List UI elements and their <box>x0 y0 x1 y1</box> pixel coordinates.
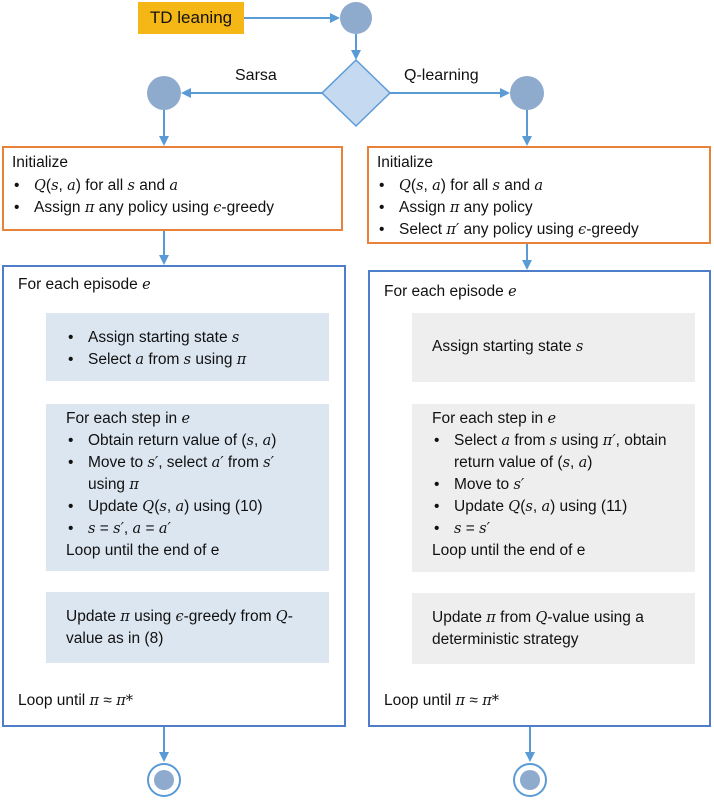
sarsa-step-title: For each step in e <box>66 410 191 427</box>
sarsa-step-item: Update Q(s, a) using (10) <box>66 496 309 518</box>
sarsa-step-box: For each step in e Obtain return value o… <box>46 404 329 571</box>
q-step-loop: Loop until the end of e <box>432 542 586 559</box>
sarsa-update-box: Update π using ϵ-greedy from Q-value as … <box>46 592 329 663</box>
q-init-box: Initialize Q(s, a) for all s and a Assig… <box>367 146 711 244</box>
sarsa-start-item: Assign starting state s <box>66 327 309 349</box>
sarsa-step-loop: Loop until the end of e <box>66 542 220 559</box>
q-episode-label: For each episode e <box>384 283 517 300</box>
sarsa-init-title: Initialize <box>12 154 68 171</box>
q-start-text: Assign starting state s <box>432 338 584 355</box>
q-step-item: Update Q(s, a) using (11) <box>432 496 675 518</box>
decision-diamond <box>320 58 392 128</box>
sarsa-start-step: Assign starting state s Select a from s … <box>46 313 329 381</box>
qlearning-node <box>510 76 544 110</box>
q-init-item: Select π′ any policy using ϵ-greedy <box>377 219 701 241</box>
q-step-title: For each step in e <box>432 410 557 427</box>
q-step-item: s = s′ <box>432 518 675 540</box>
q-init-item: Assign π any policy <box>377 197 701 219</box>
sarsa-node <box>147 76 181 110</box>
q-init-item: Q(s, a) for all s and a <box>377 175 701 197</box>
q-step-item: Select a from s using π′, obtain return … <box>432 430 675 474</box>
sarsa-init-item: Assign π any policy using ϵ-greedy <box>12 197 333 219</box>
sarsa-init-item: Q(s, a) for all s and a <box>12 175 333 197</box>
branch-label-sarsa: Sarsa <box>235 67 277 84</box>
q-start-step: Assign starting state s <box>412 313 695 382</box>
q-loop-until: Loop until π ≈ π* <box>384 692 499 709</box>
branch-label-qlearning: Q-learning <box>404 67 479 84</box>
sarsa-step-item: Move to s′, select a′ from s′ using π <box>66 452 309 496</box>
q-update-text: Update π from Q-value using a determinis… <box>432 609 644 648</box>
sarsa-step-item: Obtain return value of (s, a) <box>66 430 309 452</box>
q-update-box: Update π from Q-value using a determinis… <box>412 593 695 664</box>
q-step-box: For each step in e Select a from s using… <box>412 404 695 572</box>
initial-node <box>340 2 372 34</box>
sarsa-step-item: s = s′, a = a′ <box>66 518 309 540</box>
sarsa-final-node <box>147 763 181 797</box>
qlearning-final-node <box>513 763 547 797</box>
sarsa-episode-label: For each episode e <box>18 276 151 293</box>
q-step-item: Move to s′ <box>432 474 675 496</box>
sarsa-update-text: Update π using ϵ-greedy from Q-value as … <box>66 608 293 647</box>
sarsa-start-item: Select a from s using π <box>66 349 309 371</box>
q-init-title: Initialize <box>377 154 433 171</box>
sarsa-init-box: Initialize Q(s, a) for all s and a Assig… <box>2 146 343 231</box>
start-box: TD leaning <box>138 2 244 34</box>
sarsa-loop-until: Loop until π ≈ π* <box>18 692 133 709</box>
